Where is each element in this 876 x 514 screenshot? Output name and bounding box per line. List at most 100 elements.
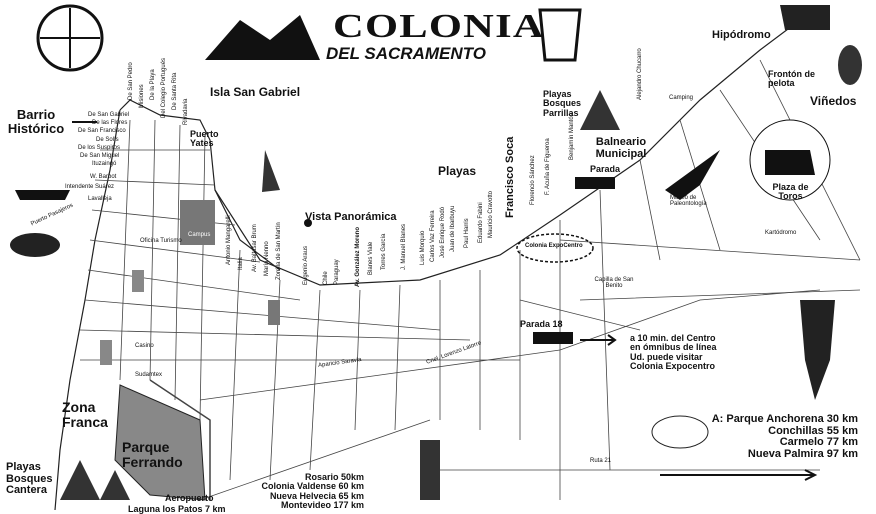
street-label: F. Acuña de Figueroa (545, 138, 551, 195)
sheep-icon (651, 415, 709, 449)
street-label: Rivadavia (183, 98, 189, 125)
distance-item: A: Parque Anchorena 30 km (711, 413, 858, 425)
street-label: Luis Morquio (420, 230, 426, 265)
street-label: De las Flores (92, 120, 128, 126)
label-hipodromo: Hipódromo (712, 29, 771, 41)
label-expocentro[interactable]: Colonia ExpoCentro (525, 243, 583, 249)
street-label: Juan de Ibarbuyu (450, 205, 456, 252)
label-aeropuerto: Aeropuerto (165, 493, 214, 503)
street-label: De San Miguel (80, 153, 120, 159)
street-label: Blanes Viale (368, 241, 374, 275)
drummer-icon (420, 440, 440, 500)
label-barrio-historico: Barrio Histórico (7, 107, 65, 136)
label-balneario-municipal: Balneario Municipal (595, 136, 647, 160)
street-label: W. Barbot (90, 174, 117, 180)
distances-south: Rosario 50km Colonia Valdense 60 km Nuev… (250, 472, 364, 511)
label-camping: Camping (669, 95, 694, 101)
parque-ferrando-area (114, 384, 206, 501)
bus-note: a 10 min. del Centro en ómnibus de línea… (630, 333, 717, 372)
street-label: Torres García (381, 233, 387, 270)
label-puerto-yates: Puerto Yates (190, 129, 219, 149)
grapes-icon (838, 45, 862, 85)
street-label: Chile (323, 271, 329, 285)
street-label: De San Gabriel (88, 112, 130, 118)
distance-item: Conchillas 55 km (768, 424, 858, 437)
expo-marker (516, 233, 594, 263)
street-label: De San Pedro (128, 62, 134, 100)
label-vista-panoramica: Vista Panorámica (305, 211, 397, 223)
bus-icon-2 (533, 332, 573, 344)
street-label: Del Colegio Portugués (161, 57, 167, 118)
street-label: Eduardo Fabini (478, 202, 484, 243)
label-playas-cantera: Playas Bosques Cantera (6, 461, 53, 497)
bus-note-line: a 10 min. del Centro (630, 333, 716, 343)
street-label: Antonio Mangarelli (226, 215, 232, 265)
street-label: De San Francisco (78, 128, 126, 134)
label-francisco-soca: Francisco Soca (504, 136, 516, 218)
distance-item: Nueva Helvecia 65 km (269, 490, 364, 501)
street-label: Florencio Sánchez (530, 155, 536, 205)
label-plaza-de-toros: Plaza de Toros (772, 182, 809, 202)
label-isla-san-gabriel: Isla San Gabriel (210, 85, 301, 99)
street-label: De Santa Rita (172, 72, 178, 110)
street-label: Paraguay (334, 259, 340, 285)
label-oficina-turismo: Oficina Turismo (140, 238, 182, 244)
street-label: De los Suspiros (78, 145, 121, 151)
bus-note-line: Colonia Expocentro (630, 361, 716, 372)
gaucho-icon (800, 300, 835, 400)
lamp-icon (538, 8, 582, 62)
street-label: Italia (238, 257, 244, 270)
street-label: Lavalleja (88, 196, 112, 202)
street-label: De la Playa (150, 69, 156, 100)
ferry-icon (10, 233, 60, 257)
label-laguna: Laguna los Patos 7 km (128, 504, 226, 514)
distance-item: Rosario 50km (304, 472, 364, 482)
street-label: Intendente Suárez (65, 184, 115, 190)
label-ruta-21: Ruta 21 (590, 458, 612, 464)
distance-item: Montevideo 177 km (280, 500, 364, 511)
street-label: Carlos Vaz Ferreira (430, 210, 436, 262)
bus-icon (575, 177, 615, 189)
street-label: Ituzaingó (92, 161, 117, 167)
label-playas-bosques-parrillas: Playas Bosques Parrillas (543, 89, 582, 118)
label-parada-top: Parada (590, 164, 621, 174)
label-zona-franca: Zona Franca (62, 399, 108, 430)
label-fronton: Frontón de pelota (768, 69, 815, 89)
label-vinedos: Viñedos (810, 94, 857, 108)
label-playas: Playas (438, 164, 477, 178)
title-colonia: COLONIA (333, 8, 545, 45)
street-label: J. Manuel Blanes (401, 223, 407, 270)
label-campus: Campus (188, 232, 211, 238)
bus-note-line: en ómnibus de línea (630, 342, 717, 353)
street-label: Zorrilla de San Martín (276, 222, 282, 280)
bus-note-line: Ud. puede visitar (630, 351, 703, 362)
label-parada-18: Parada 18 (520, 319, 563, 329)
title-del-sacramento: DEL SACRAMENTO (326, 44, 486, 63)
horse-icon (780, 5, 830, 30)
island-trees-icon (205, 15, 320, 60)
street-label: Av. González Moreno (355, 226, 361, 287)
distance-item: Nueva Palmira 97 km (747, 447, 858, 460)
arrow-icon (580, 334, 617, 346)
street-label: José Enrique Rodó (440, 206, 446, 258)
street-label: Benjamín Mantón (569, 112, 575, 160)
distances-east: A: Parque Anchorena 30 km Conchillas 55 … (700, 413, 858, 460)
street-label: María Nenno (264, 241, 270, 276)
street-label: Alejandro Chucarro (637, 48, 643, 100)
label-parque-ferrando: Parque Ferrando (122, 439, 183, 470)
street-label: Av. Baltasar Brum (252, 224, 258, 272)
label-sudamtex: Sudamtex (135, 372, 163, 378)
label-capilla: Capilla de San Benito (594, 277, 634, 290)
label-museo: Museo de Paleontología (670, 195, 707, 208)
campus-area (180, 200, 215, 245)
ship-icon (15, 190, 70, 200)
distance-item: Carmelo 77 km (779, 436, 858, 449)
street-label: De Solís (96, 137, 119, 143)
vista-point (304, 219, 312, 227)
distance-item: Colonia Valdense 60 km (261, 481, 364, 492)
street-label: Mauricio Cravotto (488, 190, 494, 238)
street-label: Paul Harris (464, 218, 470, 248)
street-grid (79, 59, 861, 501)
label-kartodromo: Kartódromo (765, 230, 797, 236)
